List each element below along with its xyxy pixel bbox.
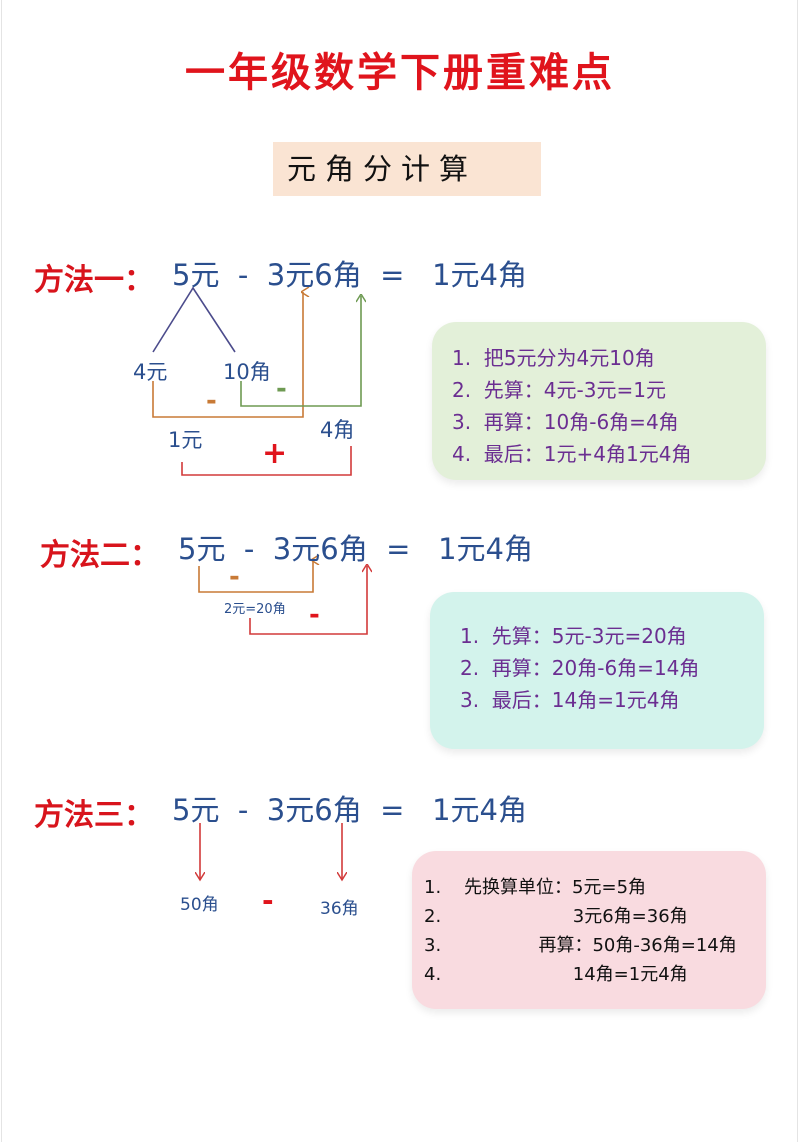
step: 2. 再算：20角-6角=14角 (460, 656, 700, 680)
minus-sign-orange: - (229, 562, 240, 592)
method-3-equation: 5元 - 3元6角 = 1元4角 (172, 793, 527, 827)
method-1-equation: 5元 - 3元6角 = 1元4角 (172, 258, 527, 292)
step: 2. 3元6角=36角 (424, 906, 688, 927)
result-right: 4角 (320, 418, 355, 442)
minus-sign-green: - (276, 374, 287, 404)
step: 3. 最后：14角=1元4角 (460, 688, 680, 712)
step: 3. 再算：50角-36角=14角 (424, 935, 737, 956)
method-3-label: 方法三： (34, 798, 154, 833)
step: 4. 14角=1元4角 (424, 964, 688, 985)
method-2-steps-box: 1. 先算：5元-3元=20角 2. 再算：20角-6角=14角 3. 最后：1… (430, 592, 764, 749)
step: 3. 再算：10角-6角=4角 (452, 410, 679, 434)
method-3-steps-box: 1. 先换算单位：5元=5角 2. 3元6角=36角 3. 再算：50角-36角… (412, 851, 766, 1009)
step: 4. 最后：1元+4角1元4角 (452, 442, 692, 466)
step: 1. 把5元分为4元10角 (452, 346, 655, 370)
method-2-equation: 5元 - 3元6角 = 1元4角 (178, 532, 533, 566)
minus-sign-red: - (309, 600, 320, 630)
result-left: 1元 (168, 428, 203, 452)
page-title: 一年级数学下册重难点 (185, 49, 615, 96)
plus-sign: + (262, 436, 288, 471)
converted-right: 36角 (320, 899, 359, 919)
split-left: 4元 (133, 360, 168, 384)
minus-sign-orange: - (206, 386, 217, 416)
method-1-steps-box: 1. 把5元分为4元10角 2. 先算：4元-3元=1元 3. 再算：10角-6… (432, 322, 766, 480)
section-subtitle: 元角分计算 (273, 142, 541, 196)
method-1-label: 方法一： (34, 263, 154, 298)
minus-sign-red: - (262, 884, 274, 917)
step: 1. 先换算单位：5元=5角 (424, 877, 647, 898)
method-2-label: 方法二： (40, 538, 160, 573)
step: 2. 先算：4元-3元=1元 (452, 378, 666, 402)
split-right: 10角 (223, 360, 271, 384)
intermediate-value: 2元=20角 (224, 602, 286, 617)
step: 1. 先算：5元-3元=20角 (460, 624, 687, 648)
converted-left: 50角 (180, 895, 219, 915)
